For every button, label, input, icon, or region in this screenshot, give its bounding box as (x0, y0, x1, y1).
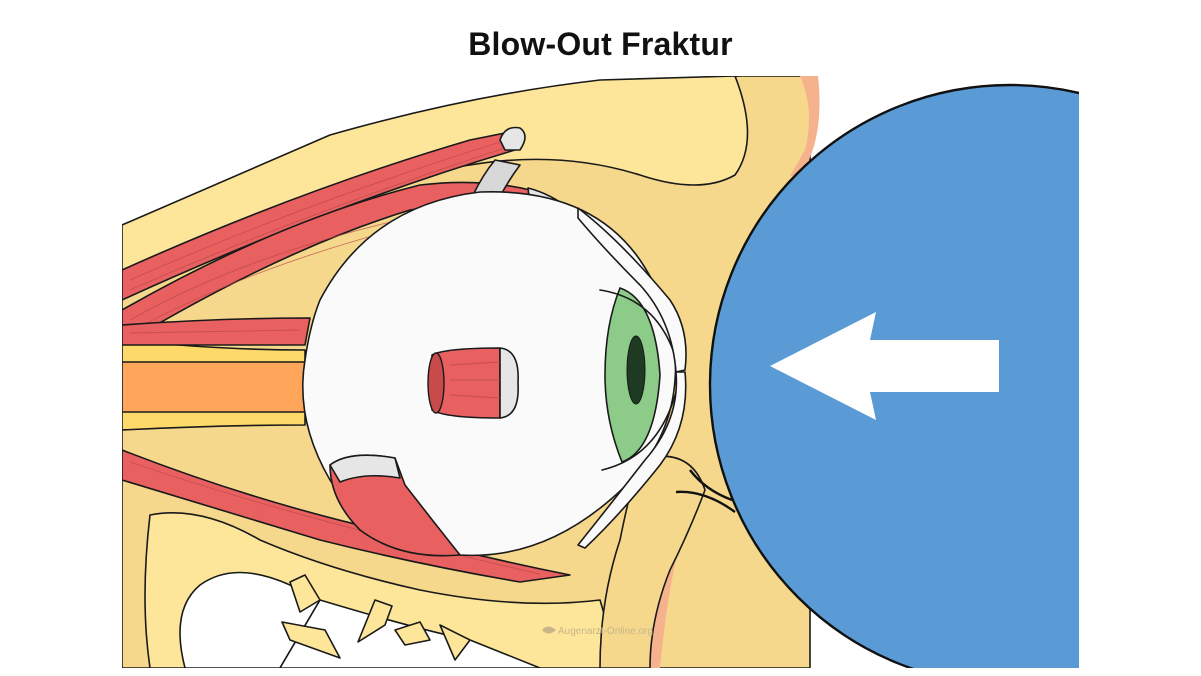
bone-fragment (281, 621, 341, 659)
upper-eyelid (577, 207, 687, 373)
inferior-oblique-muscle (329, 454, 461, 557)
watermark: Augenarzt-Online.org (542, 626, 653, 637)
watermark-text: Augenarzt-Online.org (558, 626, 653, 637)
skin-edge-upper (790, 76, 820, 176)
maxillary-sinus (179, 571, 321, 668)
lower-eyelid-septum (577, 371, 687, 549)
eye-logo-icon (542, 626, 556, 634)
bone-fragment (439, 624, 471, 661)
eyelashes (689, 469, 733, 502)
inferior-rectus-muscle (122, 449, 571, 583)
pupil (626, 335, 646, 405)
bone-fragment (394, 621, 431, 646)
lateral-rectus-muscle (427, 347, 519, 419)
anatomy-frame (122, 76, 1079, 668)
medial-rectus-muscle (122, 317, 311, 346)
bone-fragment (289, 574, 321, 613)
diagram-title: Blow-Out Fraktur (468, 26, 733, 62)
optic-nerve (122, 361, 306, 413)
lower-lid (599, 455, 706, 668)
bone-fragments (281, 574, 471, 661)
eyelashes (675, 490, 736, 513)
bone-fragment (357, 599, 393, 643)
left-arrow-icon (770, 312, 999, 420)
